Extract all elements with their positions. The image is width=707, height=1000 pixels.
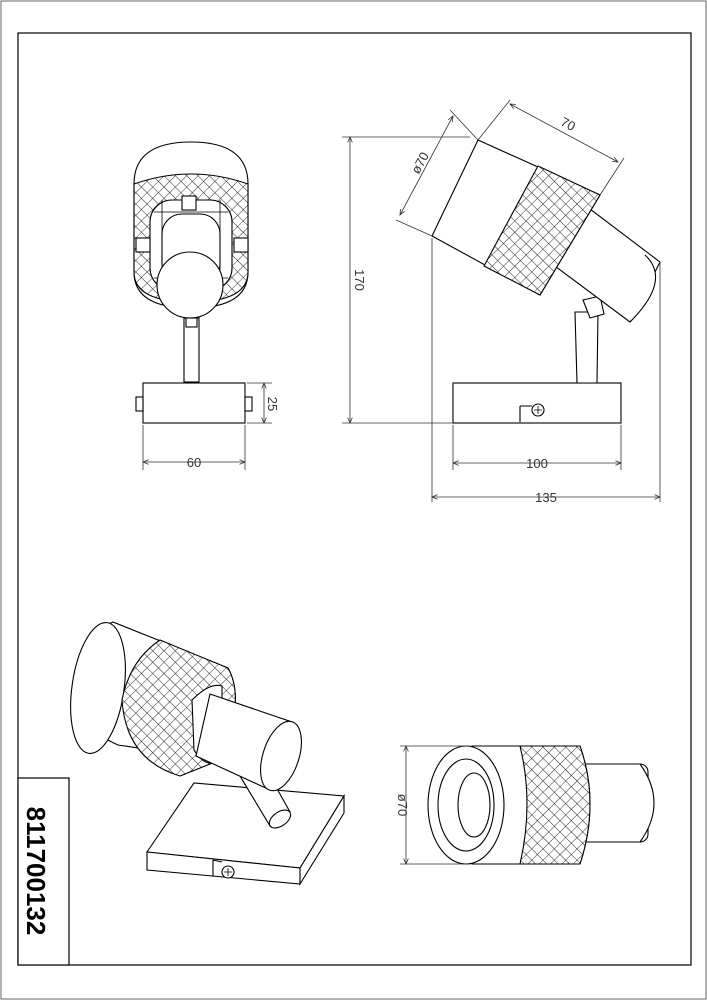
side-base	[452, 382, 622, 424]
side-rod	[574, 311, 599, 384]
dim-side-head-diameter: ø70	[408, 149, 432, 176]
dim-side-head-length: 70	[558, 114, 578, 134]
top-mesh-band	[519, 745, 591, 865]
sheet-inner-frame	[17, 32, 692, 966]
front-base	[142, 382, 246, 424]
side-dimensions	[342, 99, 660, 502]
dim-side-base-width: 100	[526, 456, 548, 471]
side-mesh-band	[483, 165, 601, 296]
article-number: 811700132	[21, 807, 51, 936]
dim-top-diameter: ø70	[395, 794, 410, 816]
dim-side-total-height: 170	[352, 269, 367, 291]
front-dimensions	[143, 383, 272, 470]
top-view	[427, 745, 655, 865]
front-view	[133, 141, 253, 424]
article-number-box	[17, 777, 70, 966]
top-dimensions	[400, 746, 470, 864]
side-view	[431, 139, 661, 424]
front-stem-end-cap	[156, 251, 224, 319]
perspective-view	[70, 621, 345, 886]
dim-side-total-width: 135	[535, 490, 557, 505]
front-rod	[183, 317, 200, 383]
dim-front-base-height: 25	[265, 397, 280, 411]
dim-front-width: 60	[187, 455, 201, 470]
